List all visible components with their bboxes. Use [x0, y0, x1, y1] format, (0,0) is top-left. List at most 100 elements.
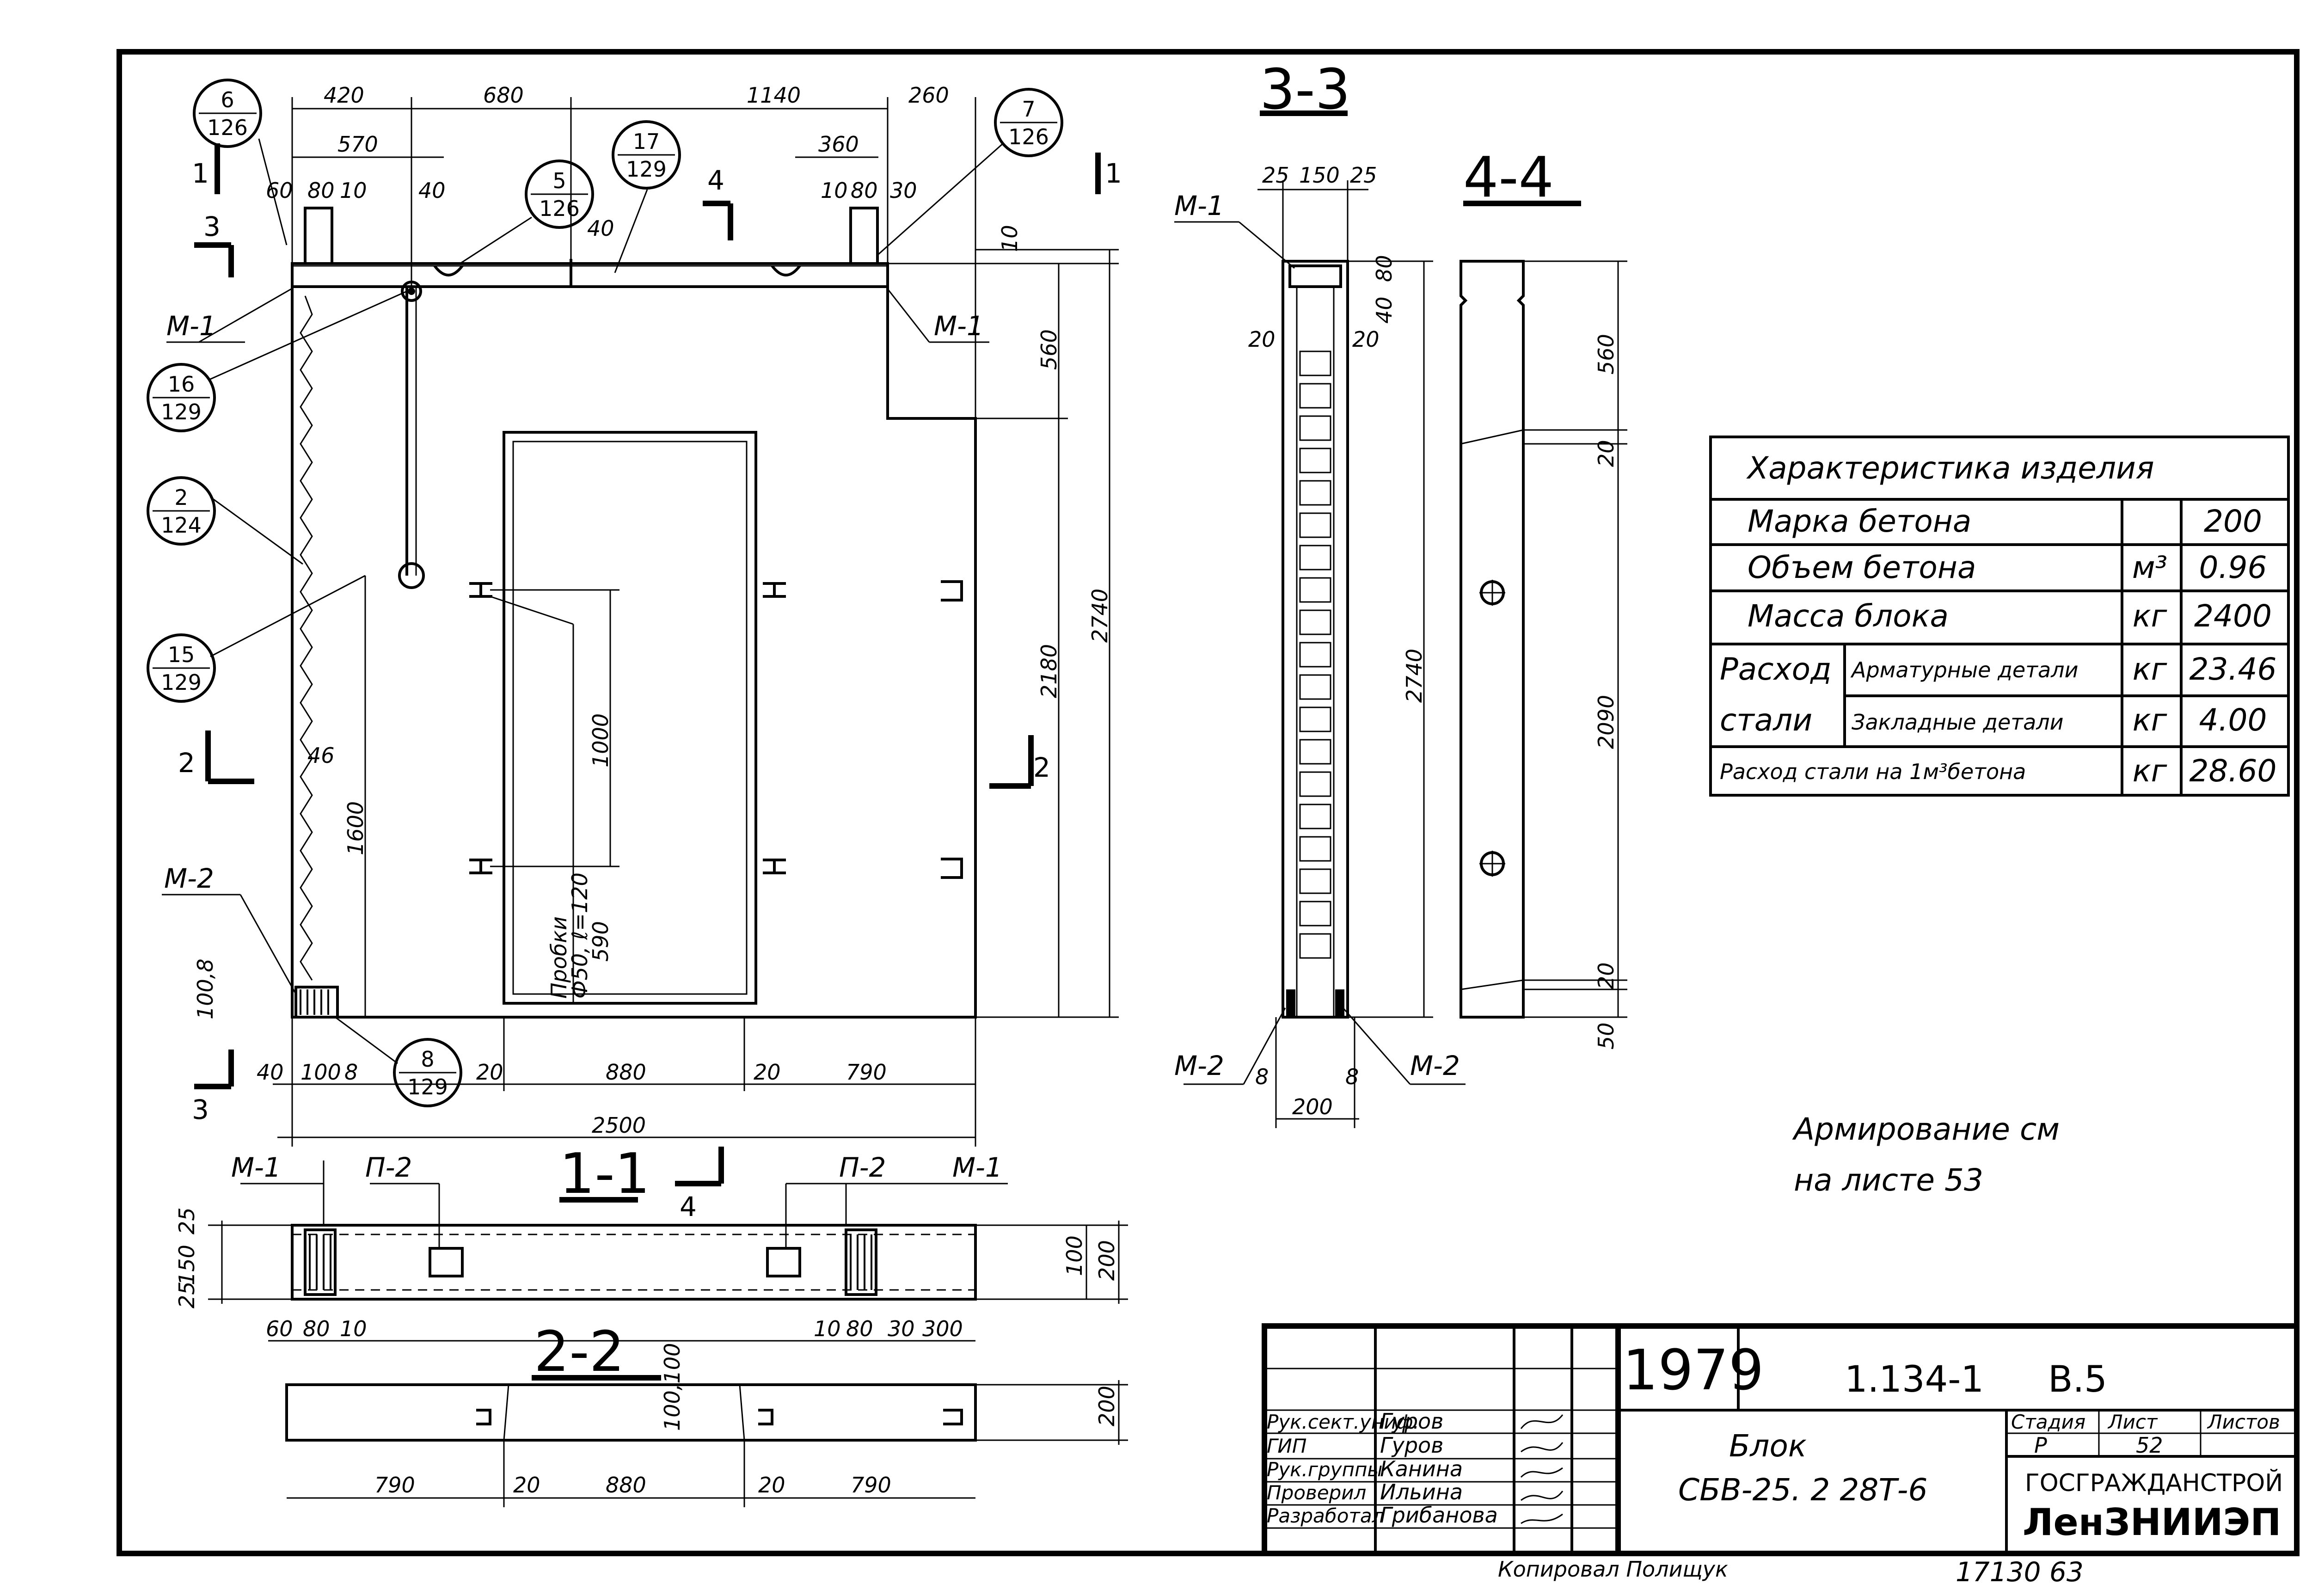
lifting-eye-dot: [408, 288, 415, 295]
tb-sheet-hdr: Лист: [2107, 1411, 2158, 1433]
lifting-eye-low: [398, 562, 425, 589]
edge-zigzag: [300, 295, 313, 981]
sec22-790b: 790: [851, 1473, 891, 1498]
callout-2-bottom: 124: [161, 513, 202, 538]
tb-name-2: Канина: [1380, 1456, 1463, 1481]
tb-product-name: Блок: [1729, 1428, 1807, 1464]
char-steel-label-1: Расход: [1720, 651, 1832, 687]
sec11-m1-right-label: М-1: [952, 1152, 1002, 1183]
char-perm3-label: Расход стали на 1м³бетона: [1720, 759, 2026, 784]
characteristics-texts: Характеристика изделия Марка бетона 200 …: [1720, 450, 2276, 789]
label-m1-right: М-1: [934, 310, 984, 342]
title-block-texts: 1979 1.134-1 В.5 Рук.сект.униф. ГИП Рук.…: [1267, 1338, 2283, 1588]
callout-5-bottom: 126: [539, 196, 580, 221]
sec11-dim-100: 100: [1062, 1235, 1087, 1276]
tb-issue: В.5: [2048, 1359, 2107, 1400]
section-4-4-texts: 4-4 560 20 2090 20 50: [1463, 146, 1619, 1050]
sec11-b-r300: 300: [922, 1316, 963, 1341]
sec22-880: 880: [606, 1473, 646, 1498]
sec33-side-20a: 20: [1248, 327, 1276, 352]
sec44-50: 50: [1594, 1022, 1619, 1050]
cut-num-2-left: 2: [178, 747, 195, 779]
small-r-10: 10: [821, 178, 848, 203]
callout-6-126: [193, 79, 288, 246]
sec44-title: 4-4: [1463, 146, 1554, 210]
tb-name-1: Гуров: [1380, 1433, 1443, 1458]
dim-680: 680: [483, 83, 524, 108]
sec22-20b: 20: [758, 1473, 785, 1498]
sec33-m1-label: М-1: [1174, 190, 1224, 221]
bdim-40: 40: [257, 1060, 284, 1085]
tb-role-3: Проверил: [1267, 1481, 1366, 1504]
small-r-80: 80: [851, 178, 878, 203]
sec22-20a: 20: [513, 1473, 540, 1498]
char-perm3-value: 28.60: [2189, 753, 2277, 789]
label-m2: М-2: [164, 863, 214, 894]
block-outline: [291, 262, 977, 1019]
callout-17-top: 17: [633, 129, 660, 154]
sec44-2090: 2090: [1594, 695, 1619, 749]
sec33-width: 200: [1292, 1094, 1333, 1119]
reinforcement-note: Армирование см на листе 53: [1792, 1111, 2060, 1198]
callout-5-126: [460, 160, 594, 264]
section-4-4: [1460, 201, 1627, 1019]
tb-role-0: Рук.сект.униф.: [1267, 1411, 1419, 1433]
sec11-b-10: 10: [340, 1316, 367, 1341]
sec44-20a: 20: [1594, 440, 1619, 467]
cut-num-1-right: 1: [1105, 158, 1122, 189]
leader-m2: [239, 894, 297, 994]
cut-num-1-left: 1: [192, 158, 209, 189]
callout-8-bottom: 129: [407, 1074, 448, 1099]
small-r-30: 30: [890, 178, 917, 203]
sec11-m1-right: [845, 1228, 877, 1296]
cut-num-3-top: 3: [203, 211, 221, 242]
char-steel-label-2: стали: [1720, 702, 1812, 738]
tb-inventory: 17130 63: [1956, 1556, 2084, 1588]
tb-stage-hdr: Стадия: [2011, 1411, 2085, 1433]
sec33-top-150: 150: [1299, 163, 1340, 188]
tb-sheet: 52: [2136, 1433, 2163, 1458]
label-m1-left: М-1: [166, 310, 216, 342]
bdim-20b: 20: [754, 1060, 781, 1085]
char-row1-unit: м³: [2132, 550, 2167, 585]
dim-46: 46: [307, 743, 335, 768]
cut-marker-2: [205, 730, 1034, 789]
loop-2: [771, 265, 801, 276]
bdim-8: 8: [344, 1060, 358, 1085]
note-line2: на листе 53: [1794, 1162, 1983, 1198]
sec11-p2-left-label: П-2: [365, 1152, 412, 1183]
overall-2500: 2500: [592, 1113, 646, 1138]
tb-copied: Копировал Полищук: [1498, 1557, 1728, 1582]
sec11-dim-25b: 25: [174, 1281, 199, 1308]
char-row2-unit: кг: [2133, 598, 2167, 634]
sec44-20b: 20: [1594, 962, 1619, 989]
tb-name-0: Гуров: [1380, 1409, 1443, 1434]
leader-m1-left: [198, 288, 292, 343]
bdim-100: 100: [301, 1060, 341, 1085]
callout-16-top: 16: [168, 372, 195, 397]
cut-num-2-right: 2: [1033, 752, 1050, 783]
callout-6-bottom: 126: [207, 115, 248, 140]
cut-marker-4: [703, 201, 733, 240]
sec11-m1-left: [304, 1228, 337, 1296]
sec11-b-60: 60: [266, 1316, 293, 1341]
dim-100-8: 100,8: [193, 958, 218, 1019]
sec11-b-r10: 10: [814, 1316, 841, 1341]
sec22-790a: 790: [374, 1473, 415, 1498]
sec11-p2-right-label: П-2: [839, 1152, 886, 1183]
sec33-top-25a: 25: [1262, 163, 1289, 188]
probki-spec: Ф50, ℓ=120: [567, 872, 592, 999]
sec11-b-r80: 80: [846, 1316, 873, 1341]
tb-sheets-hdr: Листов: [2207, 1411, 2280, 1433]
plate-m1-left: [304, 207, 333, 265]
sec11-outline: [291, 1224, 977, 1301]
char-row2-label: Масса блока: [1748, 598, 1949, 634]
sec44-560: 560: [1594, 334, 1619, 374]
bdim-790: 790: [846, 1060, 887, 1085]
main-elevation-texts: 420 680 1140 260 570 360 60 80 10 40 10 …: [161, 83, 1122, 1138]
leader-m1-right: [887, 289, 930, 343]
small-40: 40: [418, 178, 446, 203]
sec11-dim-25a: 25: [174, 1207, 199, 1234]
probki-590: 590: [588, 921, 613, 962]
